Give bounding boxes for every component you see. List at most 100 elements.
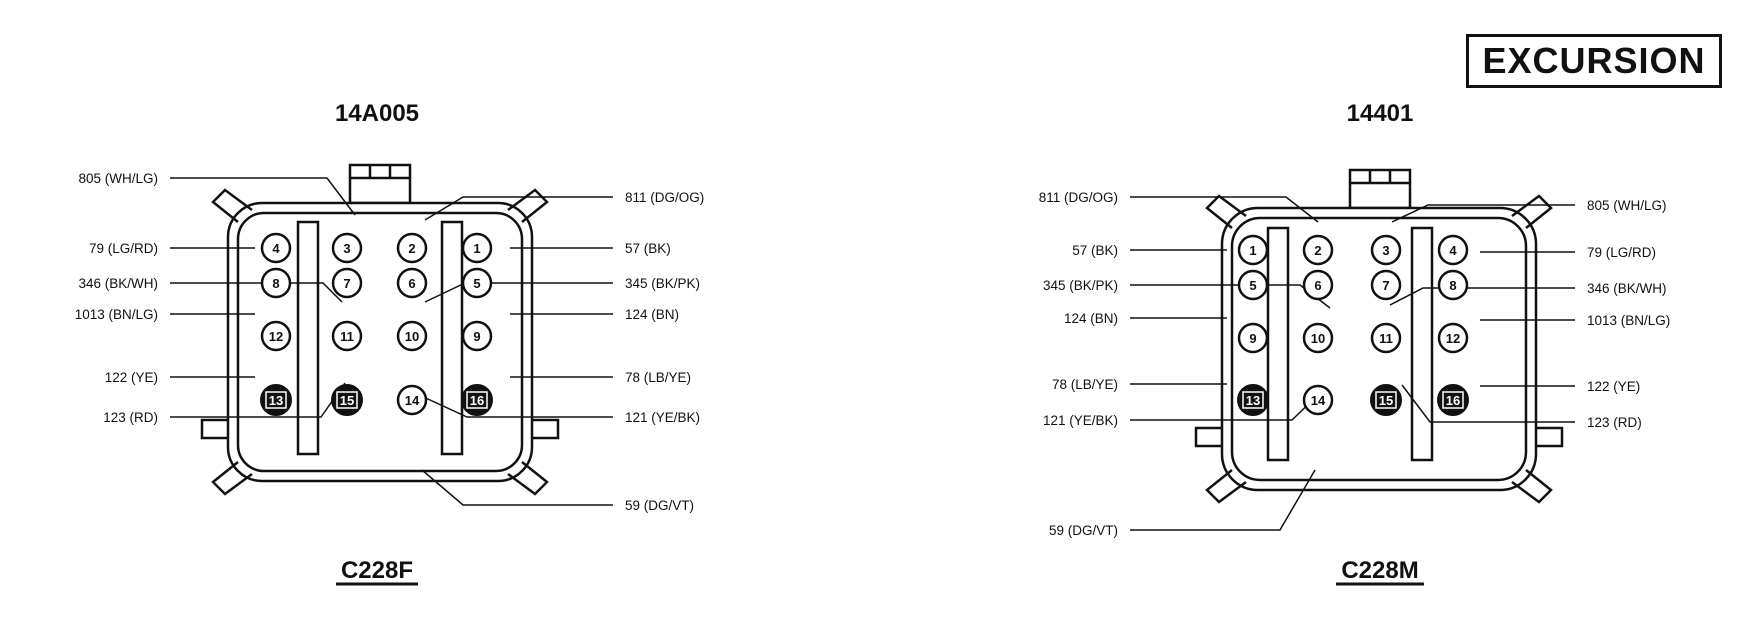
pin-4: 4 <box>1437 234 1469 266</box>
pin-number: 15 <box>340 393 354 408</box>
pin-number: 3 <box>343 241 350 256</box>
pin-number: 14 <box>1311 393 1326 408</box>
connector-body <box>200 163 560 496</box>
wire-label-pin-12: 122 (YE) <box>1587 379 1640 394</box>
pin-13: 13 <box>1237 384 1269 416</box>
pin-number: 5 <box>473 276 480 291</box>
pin-16: 16 <box>1437 384 1469 416</box>
wire-label-pin-8: 1013 (BN/LG) <box>75 307 158 322</box>
pin-number: 4 <box>1449 243 1457 258</box>
pin-number: 2 <box>408 241 415 256</box>
pin-10: 10 <box>1302 322 1334 354</box>
wire-label-pin-1: 57 (BK) <box>1072 243 1118 258</box>
pin-4: 4 <box>260 232 292 264</box>
pin-number: 1 <box>1249 243 1256 258</box>
pin-12: 12 <box>1437 322 1469 354</box>
pin-number: 11 <box>340 329 354 344</box>
pin-number: 8 <box>1449 278 1456 293</box>
pin-number: 4 <box>272 241 280 256</box>
wire-label-pin-14: 59 (DG/VT) <box>1049 523 1118 538</box>
pin-number: 15 <box>1379 393 1393 408</box>
wire-label-pin-4: 79 (LG/RD) <box>1587 245 1656 260</box>
pin-number: 1 <box>473 241 480 256</box>
wire-label-pin-9: 78 (LB/YE) <box>1052 377 1118 392</box>
pin-number: 16 <box>470 393 484 408</box>
pin-number: 16 <box>1446 393 1460 408</box>
pin-11: 11 <box>1370 322 1402 354</box>
wire-label-pin-10: 121 (YE/BK) <box>625 410 700 425</box>
pin-13: 13 <box>260 384 292 416</box>
wire-label-pin-9: 78 (LB/YE) <box>625 370 691 385</box>
pin-number: 9 <box>1249 331 1256 346</box>
pin-16: 16 <box>461 384 493 416</box>
pin-number: 6 <box>408 276 415 291</box>
wire-label-pin-11: 123 (RD) <box>1587 415 1642 430</box>
pin-number: 10 <box>1311 331 1325 346</box>
pin-1: 1 <box>461 232 493 264</box>
pin-2: 2 <box>1302 234 1334 266</box>
wire-label-pin-4: 79 (LG/RD) <box>89 241 158 256</box>
pin-10: 10 <box>396 320 428 352</box>
pin-14: 14 <box>1302 384 1334 416</box>
pin-9: 9 <box>461 320 493 352</box>
pin-12: 12 <box>260 320 292 352</box>
wire-labels: 805 (WH/LG) 79 (LG/RD) 346 (BK/WH) 1013 (BN… <box>75 171 705 513</box>
pin-number: 14 <box>405 393 420 408</box>
pin-number: 7 <box>343 276 350 291</box>
pin-15: 15 <box>1370 384 1402 416</box>
connector-c228f: 14A005 C228F <box>75 100 705 586</box>
wire-label-pin-7: 346 (BK/WH) <box>1587 281 1667 296</box>
pin-11: 11 <box>331 320 363 352</box>
part-number-14a005: 14A005 <box>335 100 419 127</box>
part-number-14401: 14401 <box>1347 100 1414 127</box>
wire-label-pin-3: 805 (WH/LG) <box>78 171 158 186</box>
pin-3: 3 <box>1370 234 1402 266</box>
wire-label-pin-14: 59 (DG/VT) <box>625 498 694 513</box>
pin-number: 9 <box>473 329 480 344</box>
wire-label-pin-5: 124 (BN) <box>1064 311 1118 326</box>
wire-label-pin-12: 122 (YE) <box>105 370 158 385</box>
pin-1: 1 <box>1237 234 1269 266</box>
pin-number: 6 <box>1314 278 1321 293</box>
connector-c228m: 14401 C228M <box>1039 100 1671 586</box>
wire-label-pin-8: 1013 (BN/LG) <box>1587 313 1670 328</box>
pin-14: 14 <box>396 384 428 416</box>
pin-number: 7 <box>1382 278 1389 293</box>
pin-number: 5 <box>1249 278 1256 293</box>
wire-label-pin-7: 346 (BK/WH) <box>78 276 158 291</box>
wire-leaders <box>1130 196 1575 531</box>
wire-label-pin-11: 123 (RD) <box>103 410 158 425</box>
pin-9: 9 <box>1237 322 1269 354</box>
excursion-badge: EXCURSION <box>1466 34 1722 88</box>
wire-label-pin-5: 124 (BN) <box>625 307 679 322</box>
pin-number: 2 <box>1314 243 1321 258</box>
connector-id-c228f: C228F <box>341 557 413 584</box>
pin-8: 8 <box>260 267 292 299</box>
pin-3: 3 <box>331 232 363 264</box>
wire-label-pin-6: 345 (BK/PK) <box>1043 278 1118 293</box>
pin-number: 11 <box>1379 331 1393 346</box>
wire-label-pin-10: 121 (YE/BK) <box>1043 413 1118 428</box>
pin-7: 7 <box>1370 269 1402 301</box>
pin-15: 15 <box>331 384 363 416</box>
wire-label-pin-3: 805 (WH/LG) <box>1587 198 1667 213</box>
pin-8: 8 <box>1437 269 1469 301</box>
pin-2: 2 <box>396 232 428 264</box>
pin-number: 13 <box>1246 393 1260 408</box>
pin-number: 13 <box>269 393 283 408</box>
pin-number: 10 <box>405 329 419 344</box>
wire-label-pin-1: 57 (BK) <box>625 241 671 256</box>
wire-label-pin-6: 345 (BK/PK) <box>625 276 700 291</box>
pin-6: 6 <box>1302 269 1334 301</box>
pin-7: 7 <box>331 267 363 299</box>
pin-5: 5 <box>461 267 493 299</box>
pin-grid: 4 3 2 1 8 7 6 5 12 11 10 9 13 15 14 16 <box>260 232 493 416</box>
connector-id-c228m: C228M <box>1341 557 1418 584</box>
pin-number: 12 <box>269 329 283 344</box>
wire-label-pin-2: 811 (DG/OG) <box>1039 190 1118 205</box>
pin-number: 12 <box>1446 331 1460 346</box>
wire-labels: 811 (DG/OG) 57 (BK) 345 (BK/PK) 124 (BN) 78 … <box>1039 190 1671 538</box>
pin-5: 5 <box>1237 269 1269 301</box>
